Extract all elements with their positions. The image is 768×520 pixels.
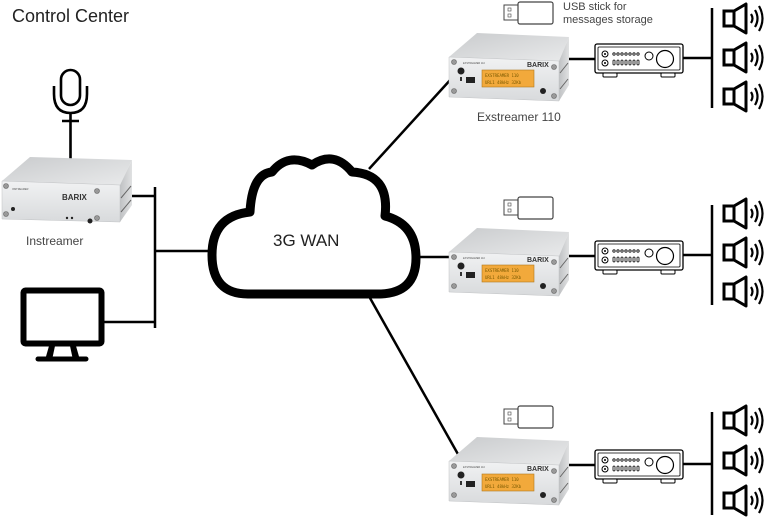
svg-text:INSTREAMER: INSTREAMER — [12, 188, 29, 191]
page-title: Control Center — [12, 6, 130, 26]
cloud-label: 3G WAN — [273, 231, 340, 250]
speaker-icon — [722, 197, 764, 230]
speaker-icon — [722, 275, 764, 308]
site-1 — [448, 1, 764, 113]
usb-stick-icon — [503, 405, 554, 429]
speaker-icon — [722, 444, 764, 477]
speaker-icon — [722, 236, 764, 269]
speaker-icon — [722, 80, 764, 113]
exstreamer-device — [448, 436, 570, 506]
exstreamer-device — [448, 32, 570, 102]
wan-links — [368, 77, 461, 457]
usb-note-line-1: USB stick for — [563, 1, 627, 13]
usb-stick-icon — [503, 1, 554, 25]
instreamer-device: BARIX INSTREAMER — [1, 157, 132, 224]
usb-note-line-2: messages storage — [563, 14, 653, 26]
exstreamer-device — [448, 227, 570, 297]
site-2 — [448, 196, 764, 308]
left-bus-connector — [101, 187, 212, 328]
amplifier-icon — [594, 449, 684, 484]
cloud-icon — [207, 154, 421, 299]
usb-note: USB stick for messages storage — [563, 1, 653, 27]
brand-logo: BARIX — [62, 193, 88, 202]
amplifier-icon — [594, 240, 684, 275]
speaker-icon — [722, 41, 764, 74]
usb-stick-icon — [503, 196, 554, 220]
site-3 — [448, 404, 764, 517]
speaker-icon — [722, 404, 764, 437]
exstreamer-label: Exstreamer 110 — [477, 110, 561, 124]
speaker-icon — [722, 2, 764, 35]
microphone-icon — [52, 68, 89, 160]
monitor-icon — [20, 287, 105, 362]
amplifier-icon — [594, 43, 684, 78]
speaker-icon — [722, 484, 764, 517]
instreamer-label: Instreamer — [26, 234, 84, 248]
